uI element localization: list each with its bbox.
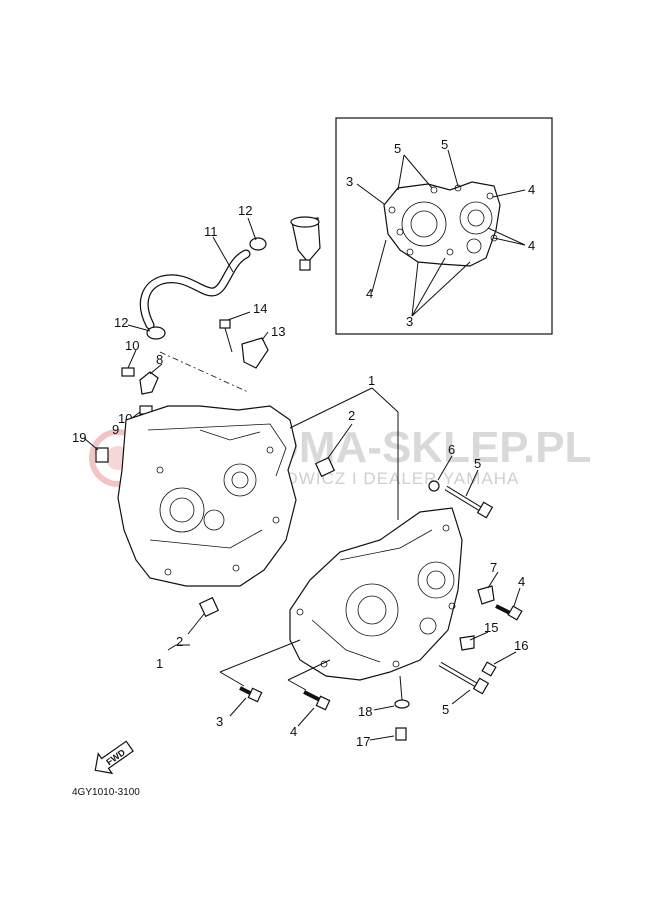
callout-6: 6 — [448, 442, 455, 457]
callout-16: 16 — [514, 638, 528, 653]
callout-2-top: 2 — [348, 408, 355, 423]
callout-9: 9 — [112, 422, 119, 437]
inset-callout-4-right: 4 — [528, 238, 535, 253]
callout-7: 7 — [490, 560, 497, 575]
breather-bracket-icon — [241, 337, 269, 369]
dowel-upper: 2 1 — [289, 373, 399, 520]
callout-3-bottom: 3 — [216, 714, 223, 729]
inset-callout-5-b: 5 — [441, 137, 448, 152]
callout-8: 8 — [156, 352, 163, 367]
callout-17: 17 — [356, 734, 370, 749]
forward-arrow: FWD — [94, 740, 134, 775]
callout-5-top: 5 — [474, 456, 481, 471]
callout-10-top: 10 — [125, 338, 139, 353]
watermark-subtitle: CHOWICZ I DEALER YAMAHA — [258, 469, 519, 488]
callout-1-bottom: 1 — [156, 656, 163, 671]
forward-arrow-icon — [94, 740, 134, 775]
callout-4-right: 4 — [518, 574, 525, 589]
callout-15: 15 — [484, 620, 498, 635]
callout-12-top: 12 — [238, 203, 252, 218]
dowel-lower: 2 1 — [156, 596, 220, 671]
guide-plate-icon — [139, 371, 159, 395]
callout-13: 13 — [271, 324, 285, 339]
callout-18: 18 — [358, 704, 372, 719]
callout-12-bottom: 12 — [114, 315, 128, 330]
left-small-parts: 10 8 10 9 19 — [72, 338, 169, 463]
inset-callout-4-left: 4 — [366, 286, 373, 301]
crankcase-left-half — [117, 405, 297, 587]
crankcase-right-half — [289, 507, 463, 681]
callout-5-bottom: 5 — [442, 702, 449, 717]
inset-crankcase-view: 3 5 5 4 4 4 3 — [335, 117, 553, 335]
callout-19: 19 — [72, 430, 86, 445]
inset-callout-3-bottom: 3 — [406, 314, 413, 329]
callout-11: 11 — [204, 224, 218, 239]
diagram-code: 4GY1010-3100 — [72, 787, 140, 798]
callout-1-top: 1 — [368, 373, 375, 388]
callout-2-bottom: 2 — [176, 634, 183, 649]
clamp-plate-icon — [477, 585, 495, 605]
hose-clamp-icon — [249, 237, 267, 251]
inset-callout-5-a: 5 — [394, 141, 401, 156]
inset-callout-4-top: 4 — [528, 182, 535, 197]
inset-callout-3-left: 3 — [346, 174, 353, 189]
right-side-bolts: 6 5 7 4 15 16 — [428, 442, 528, 695]
dowel-pin-icon — [95, 447, 109, 463]
bracket-assembly: 14 13 — [159, 301, 285, 393]
breather-hose-assembly: 11 12 12 — [114, 203, 321, 340]
callout-14: 14 — [253, 301, 267, 316]
callout-4-bottom: 4 — [290, 724, 297, 739]
bottom-bolts: 3 4 18 5 17 — [216, 639, 471, 749]
hose-clamp-lower-icon — [146, 326, 166, 340]
